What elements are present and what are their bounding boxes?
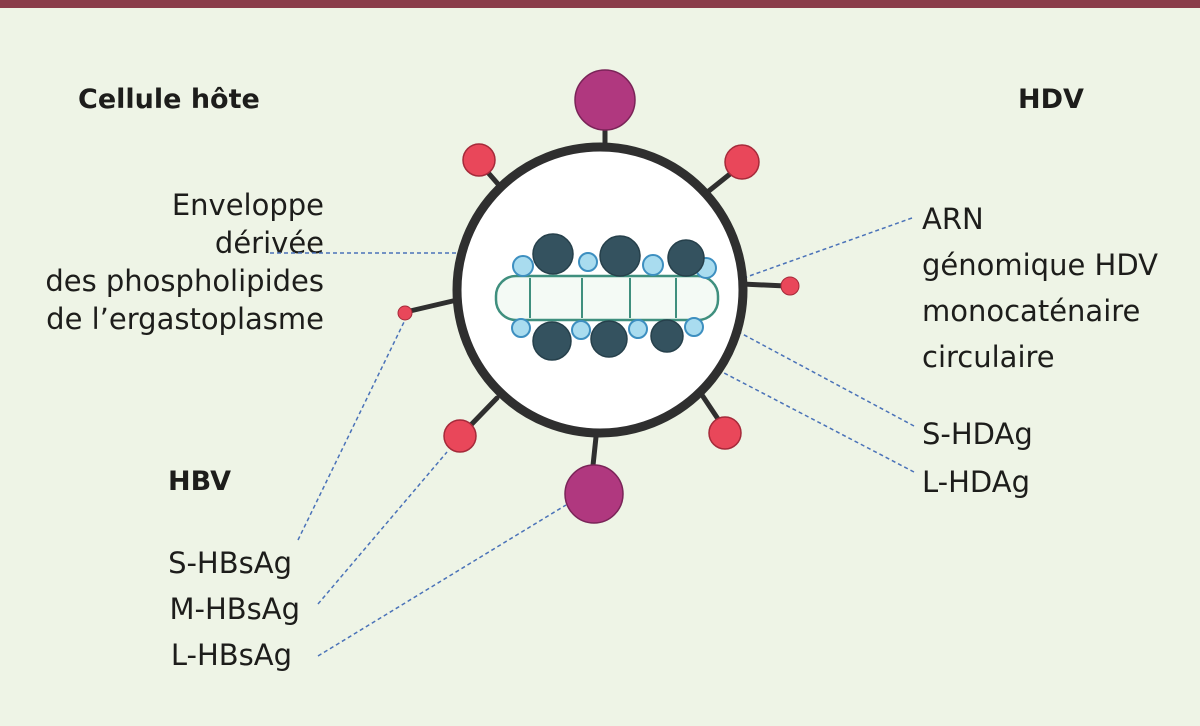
l-hbsag-spike-top [574,69,636,131]
spike-stem-right [739,281,789,289]
small-hdag [571,320,591,340]
envelope-label-line-4: de l’ergastoplasme [46,302,324,336]
envelope-label-line-1: Enveloppe [171,188,324,222]
hdv-title: HDV [1018,84,1084,115]
rna-label-line-2: génomique HDV [922,248,1158,282]
small-hdag [684,317,704,337]
m-hbsag-label: M-HBsAg [169,592,300,626]
rna-genome [494,274,720,322]
rna-label-line-1: ARN [922,202,984,236]
spike-stem-left [407,297,460,314]
l-hbsag-label: L-HBsAg [170,638,292,672]
large-hdag [599,235,641,277]
leader-line-l-hbsag [317,504,567,657]
s-hdag-label: S-HDAg [922,417,1033,451]
s-hbsag-spike-lower-left [443,419,477,453]
l-hbsag-spike-bottom [564,464,624,524]
s-hbsag-spike-upper-left [462,143,496,177]
rna-label-line-4: circulaire [922,340,1055,374]
leader-line-rna [737,217,913,281]
s-hbsag-spike-right [780,276,800,296]
rna-label: ARN génomique HDV monocaténaire circulai… [922,196,1158,380]
envelope-label-line-2: dérivée [214,226,324,260]
l-hdag-label: L-HDAg [922,465,1030,499]
large-hdag [532,233,574,275]
leader-line-s-hbsag [297,319,406,541]
top-border-bar [0,0,1200,8]
hbv-title: HBV [168,466,231,497]
small-hdag [511,318,531,338]
large-hdag [590,320,628,358]
small-hdag [512,255,534,277]
rna-label-line-3: monocaténaire [922,294,1141,328]
envelope-label: Enveloppe dérivée des phospholipides de … [45,186,324,338]
s-hbsag-spike-left [397,305,413,321]
envelope-label-line-3: des phospholipides [45,264,324,298]
small-hdag [578,252,598,272]
s-hbsag-spike-lower-right [708,416,742,450]
small-hdag [642,254,664,276]
leader-line-s-hdag [719,321,915,427]
small-hdag [628,319,648,339]
leader-line-m-hbsag [317,451,448,605]
large-hdag [667,239,705,277]
large-hdag [650,319,684,353]
large-hdag [532,321,572,361]
s-hbsag-spike-upper-right [724,144,760,180]
s-hbsag-label: S-HBsAg [168,546,292,580]
host-cell-title: Cellule hôte [78,84,260,115]
